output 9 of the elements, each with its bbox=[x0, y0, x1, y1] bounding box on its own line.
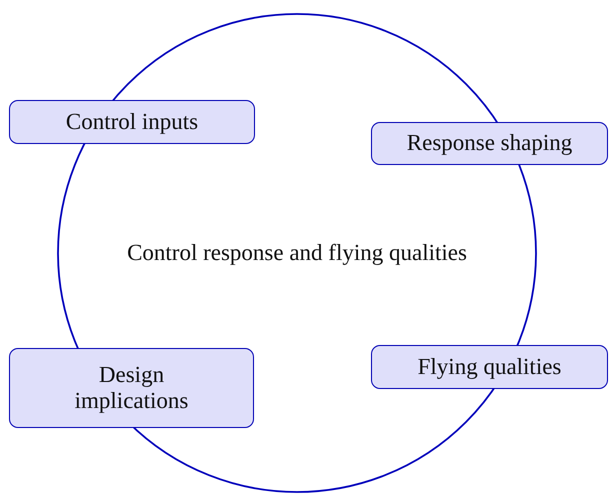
box-label: Design implications bbox=[74, 362, 190, 414]
topic-box bbox=[9, 348, 254, 428]
topic-box bbox=[371, 122, 608, 165]
box-label: Flying qualities bbox=[418, 354, 562, 380]
topic-box bbox=[9, 100, 255, 144]
box-label: Response shaping bbox=[406, 130, 572, 157]
box-label: Control inputs bbox=[66, 108, 198, 136]
center-label: Control response and flying qualities bbox=[127, 240, 467, 266]
topic-box bbox=[371, 345, 608, 389]
